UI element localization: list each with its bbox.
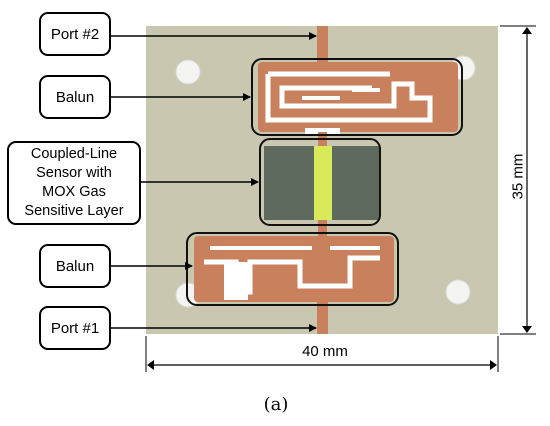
mounting-hole-top-left [175, 59, 201, 85]
port1-feedline [317, 300, 328, 334]
sensor-label-line1: Coupled-Line [30, 146, 118, 162]
balun-bottom-label: Balun [55, 257, 95, 275]
port1-label: Port #1 [50, 319, 100, 337]
balun-bottom-callout: Balun [39, 244, 111, 288]
port2-feedline [317, 26, 328, 66]
sensor-label-line3: MOX Gas [42, 184, 106, 200]
balun-top-callout: Balun [39, 75, 111, 119]
lower-connecting-line [318, 220, 327, 236]
width-dimension [145, 336, 499, 372]
sensor-callout: Coupled-Line Sensor with MOX Gas Sensiti… [7, 141, 141, 225]
coupled-line-sensor [314, 146, 332, 220]
balun-bottom-traces [194, 236, 394, 302]
mounting-hole-bottom-right [445, 279, 471, 305]
height-dimension-label: 35 mm [509, 153, 527, 200]
sensor-label-line4: Sensitive Layer [24, 203, 124, 219]
balun-top-traces [258, 62, 458, 134]
sensor-outline [259, 138, 381, 226]
figure-caption: (a) [263, 394, 289, 415]
sensor-label-line2: Sensor with [36, 165, 112, 181]
port1-callout: Port #1 [39, 306, 111, 350]
balun-top-label: Balun [55, 88, 95, 106]
height-dimension [500, 25, 536, 335]
width-dimension-label: 40 mm [302, 343, 348, 360]
port2-callout: Port #2 [39, 12, 111, 56]
port2-label: Port #2 [50, 25, 100, 43]
balun-top-outline [251, 58, 463, 136]
